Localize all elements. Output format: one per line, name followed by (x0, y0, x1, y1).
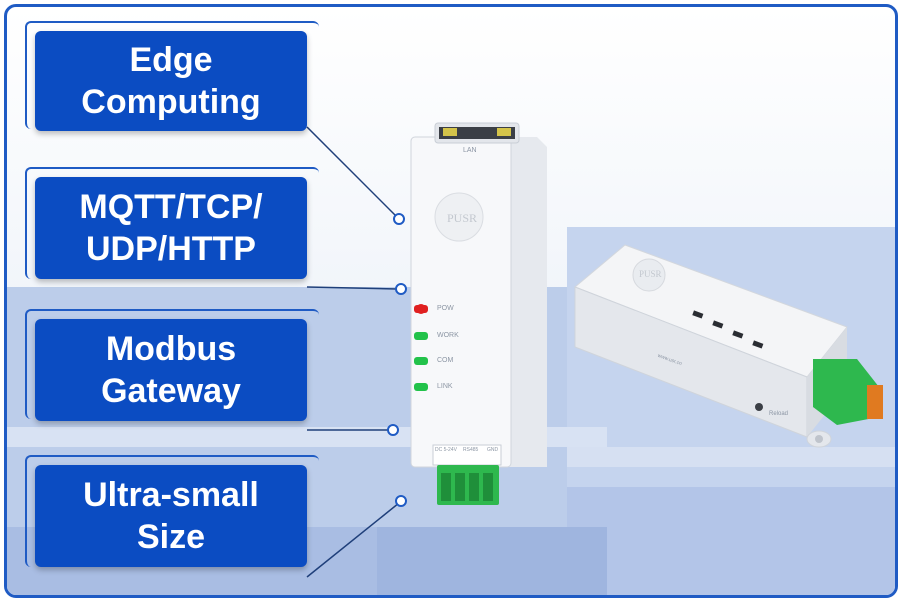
terminal-label-power: DC 5-24V (435, 447, 457, 453)
device-side-view (574, 244, 883, 448)
feature-label-line: UDP/HTTP (85, 230, 256, 268)
terminal-label-bus: RS485 (463, 447, 479, 453)
led-label-com: COM (437, 357, 454, 364)
product-scene: Edge Computing MQTT/TCP/ UDP/HTTP Modbus… (7, 7, 895, 595)
image-frame: Edge Computing MQTT/TCP/ UDP/HTTP Modbus… (4, 4, 898, 598)
feature-label-line: Computing (81, 83, 261, 121)
feature-label-edge-computing: Edge Computing (35, 31, 307, 131)
feature-label-line: MQTT/TCP/ (79, 188, 263, 226)
label-bracket-4 (25, 455, 319, 567)
label-bracket-1 (25, 21, 319, 129)
feature-label-protocols: MQTT/TCP/ UDP/HTTP (35, 177, 307, 279)
device-front-view (410, 122, 547, 505)
label-bracket-2 (25, 167, 319, 279)
feature-label-ultra-small-size: Ultra-small Size (35, 465, 307, 567)
led-label-pow: POW (437, 305, 454, 312)
label-bracket-3 (25, 309, 319, 419)
callout-lines (306, 126, 407, 578)
feature-label-line: Gateway (101, 372, 241, 410)
feature-label-line: Modbus (105, 330, 237, 368)
device-port-label: LAN (463, 147, 477, 154)
led-label-work: WORK (437, 332, 459, 339)
device-brand-logo: PUSR (447, 211, 478, 225)
feature-label-line: Edge (129, 41, 213, 79)
device-brand-logo-side: PUSR (639, 269, 662, 279)
feature-label-line: Size (136, 518, 206, 556)
terminal-label-gnd: GND (487, 447, 499, 453)
led-label-link: LINK (437, 383, 453, 390)
feature-label-modbus-gateway: Modbus Gateway (35, 319, 307, 421)
reload-button-label: Reload (769, 411, 789, 417)
feature-label-line: Ultra-small (83, 476, 259, 514)
